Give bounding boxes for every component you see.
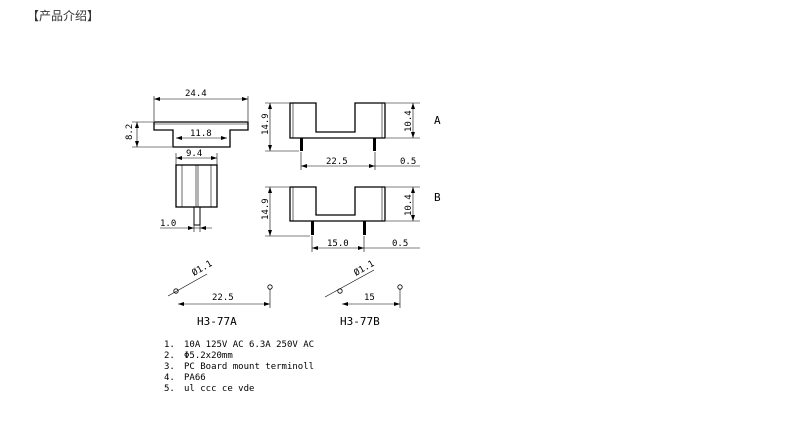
view-a-pitch-label: 22.5 bbox=[326, 157, 348, 167]
view-b-height-label: 14.9 bbox=[261, 198, 271, 220]
view-b: 14.9 10.4 15.0 0.5 B bbox=[261, 186, 441, 252]
side-view: 9.4 1.0 bbox=[160, 149, 218, 232]
view-a: 14.9 10.4 22.5 0.5 A bbox=[261, 102, 441, 170]
top-width-label: 24.4 bbox=[185, 89, 207, 99]
note-text: 10A 125V AC 6.3A 250V AC bbox=[184, 340, 314, 350]
view-a-letter: A bbox=[434, 114, 441, 127]
view-b-inner-label: 10.4 bbox=[404, 194, 414, 216]
pcb-layout-b: Ø1.1 15 H3-77B bbox=[324, 258, 403, 328]
view-b-pitch-label: 15.0 bbox=[327, 239, 349, 249]
section-heading: 【产品介绍】 bbox=[27, 9, 100, 23]
side-width-label: 9.4 bbox=[186, 149, 202, 159]
note-number: 5. bbox=[164, 384, 175, 394]
note-text: ul ccc ce vde bbox=[184, 384, 254, 394]
note-number: 4. bbox=[164, 373, 175, 383]
pcb-b-pitch-label: 15 bbox=[364, 293, 375, 303]
pin-size-label: 1.0 bbox=[160, 219, 176, 229]
pcb-layout-a: Ø1.1 22.5 H3-77A bbox=[167, 258, 273, 328]
view-a-inner-label: 10.4 bbox=[404, 110, 414, 132]
note-text: PC Board mount terminoll bbox=[184, 362, 314, 372]
note-text: PA66 bbox=[184, 373, 206, 383]
spec-notes: 1. 10A 125V AC 6.3A 250V AC 2. Φ5.2x20mm… bbox=[164, 340, 314, 394]
model-b-label: H3-77B bbox=[340, 315, 380, 328]
top-height-label: 8.2 bbox=[125, 124, 135, 140]
top-view: 24.4 8.2 11.8 bbox=[125, 89, 249, 148]
note-number: 3. bbox=[164, 362, 175, 372]
top-inner-label: 11.8 bbox=[190, 129, 212, 139]
note-text: Φ5.2x20mm bbox=[184, 351, 233, 361]
pcb-a-hole-label: Ø1.1 bbox=[190, 258, 214, 278]
view-b-letter: B bbox=[434, 191, 441, 204]
view-b-offset-label: 0.5 bbox=[392, 239, 408, 249]
note-number: 2. bbox=[164, 351, 175, 361]
view-a-height-label: 14.9 bbox=[261, 113, 271, 135]
note-number: 1. bbox=[164, 340, 175, 350]
model-a-label: H3-77A bbox=[197, 315, 237, 328]
view-a-offset-label: 0.5 bbox=[400, 157, 416, 167]
pcb-a-pitch-label: 22.5 bbox=[212, 293, 234, 303]
